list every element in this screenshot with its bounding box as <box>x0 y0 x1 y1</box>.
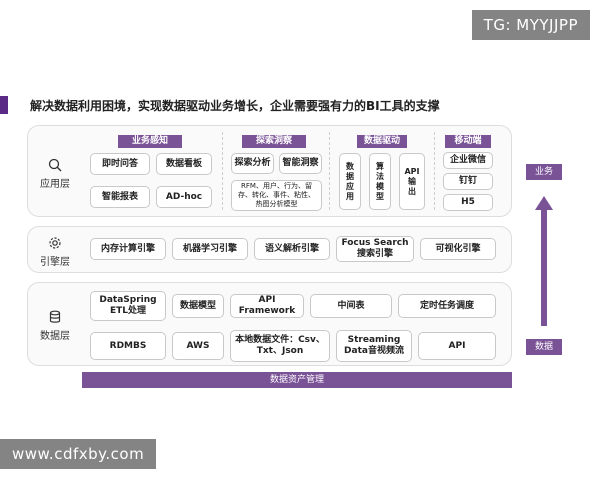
up-arrow-icon <box>535 196 553 326</box>
search-icon <box>48 158 62 172</box>
category-exploration-insight: 探索洞察 <box>242 135 306 148</box>
dataspring-etl-box: DataSpring ETL处理 <box>90 291 166 321</box>
aws-box: AWS <box>172 332 224 360</box>
wecom-box: 企业微信 <box>443 152 493 169</box>
page-title: 解决数据利用困境，实现数据驱动业务增长，企业需要强有力的BI工具的支撑 <box>30 99 440 113</box>
divider <box>434 132 435 210</box>
gear-icon <box>49 237 61 249</box>
smart-report-box: 智能报表 <box>90 186 150 208</box>
application-layer-label: 应用层 <box>30 158 80 190</box>
local-data-files-box: 本地数据文件：Csv、 Txt、Json <box>230 330 330 362</box>
smart-insight-box: 智能洞察 <box>279 153 322 174</box>
rdmbs-box: RDMBS <box>90 332 166 360</box>
application-layer-text: 应用层 <box>40 179 70 190</box>
semantic-engine-box: 语义解析引擎 <box>254 238 330 260</box>
focus-search-engine-box: Focus Search 搜索引擎 <box>336 236 414 262</box>
database-icon <box>49 310 61 323</box>
engine-layer-label: 引擎层 <box>30 236 80 268</box>
watermark-top: TG: MYYJJPP <box>471 10 590 40</box>
rfm-analysis-models-box: RFM、用户、行为、留 存、转化、事件、粘性、 热图分析模型 <box>231 180 322 211</box>
h5-box: H5 <box>443 194 493 211</box>
api-framework-box: API Framework <box>230 294 304 318</box>
side-tag-data: 数据 <box>526 339 562 355</box>
category-data-driven: 数据驱动 <box>357 135 407 148</box>
category-business-awareness: 业务感知 <box>118 135 182 148</box>
divider <box>222 132 223 210</box>
memory-engine-box: 内存计算引擎 <box>90 238 166 260</box>
ml-engine-box: 机器学习引擎 <box>172 238 248 260</box>
dingtalk-box: 钉钉 <box>443 173 493 190</box>
data-layer-label: 数据层 <box>30 310 80 342</box>
dashboard-box: 数据看板 <box>156 153 212 175</box>
explore-analysis-box: 探索分析 <box>231 153 274 174</box>
api-output-box: API 输 出 <box>399 153 425 210</box>
api-source-box: API <box>418 332 496 360</box>
middle-table-box: 中间表 <box>310 294 392 318</box>
visualization-engine-box: 可视化引擎 <box>420 238 496 260</box>
watermark-bottom: www.cdfxby.com <box>0 439 157 469</box>
engine-layer-text: 引擎层 <box>40 257 70 268</box>
data-application-box: 数 据 应 用 <box>339 153 361 210</box>
instant-qa-box: 即时问答 <box>90 153 150 175</box>
divider <box>329 132 330 210</box>
side-tag-business: 业务 <box>526 164 562 180</box>
adhoc-box: AD-hoc <box>156 186 212 208</box>
data-asset-management-bar: 数据资产管理 <box>82 372 512 388</box>
data-model-box: 数据模型 <box>172 294 224 318</box>
algorithm-model-box: 算 法 模 型 <box>369 153 391 210</box>
category-mobile: 移动端 <box>445 135 491 148</box>
streaming-data-box: Streaming Data音视频流 <box>336 330 412 362</box>
scheduled-task-box: 定时任务调度 <box>398 294 496 318</box>
data-layer-text: 数据层 <box>40 331 70 342</box>
title-accent-bar <box>0 96 8 114</box>
